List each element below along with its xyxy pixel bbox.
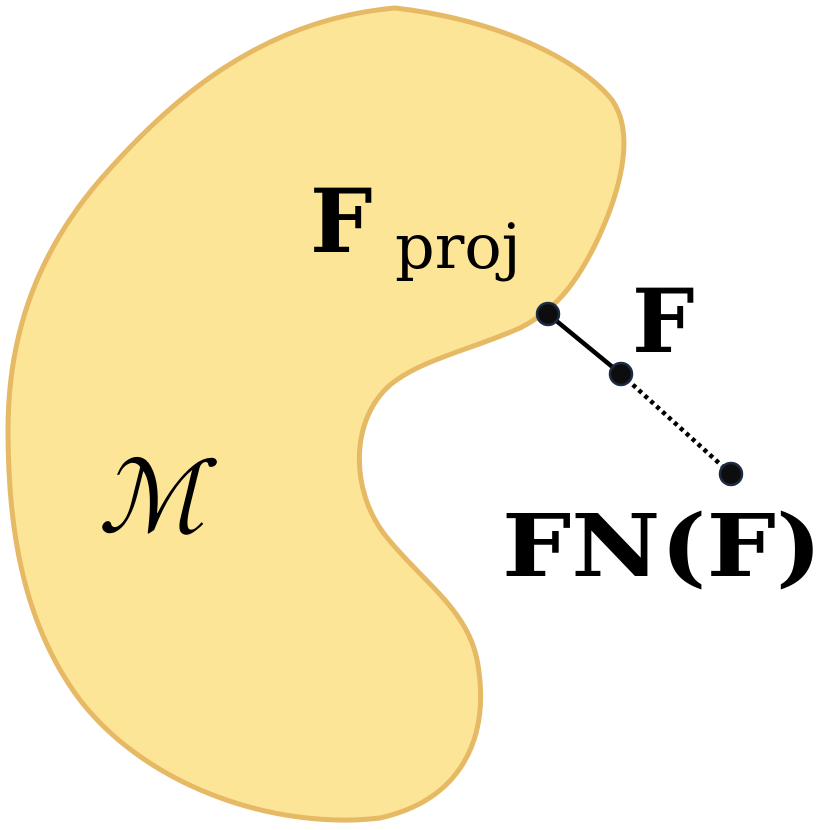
f-point [608,361,634,387]
fn-dotted-line [619,372,733,476]
fn-label: FN(F) [502,496,822,597]
fn-point [718,461,744,487]
manifold-region [5,5,627,823]
projection-point [535,301,561,327]
projection-line [546,312,623,376]
f-proj-label: F [310,169,372,273]
f-proj-subscript: proj [395,210,521,283]
manifold-label: ℳ [98,439,218,556]
f-label: F [632,269,694,373]
